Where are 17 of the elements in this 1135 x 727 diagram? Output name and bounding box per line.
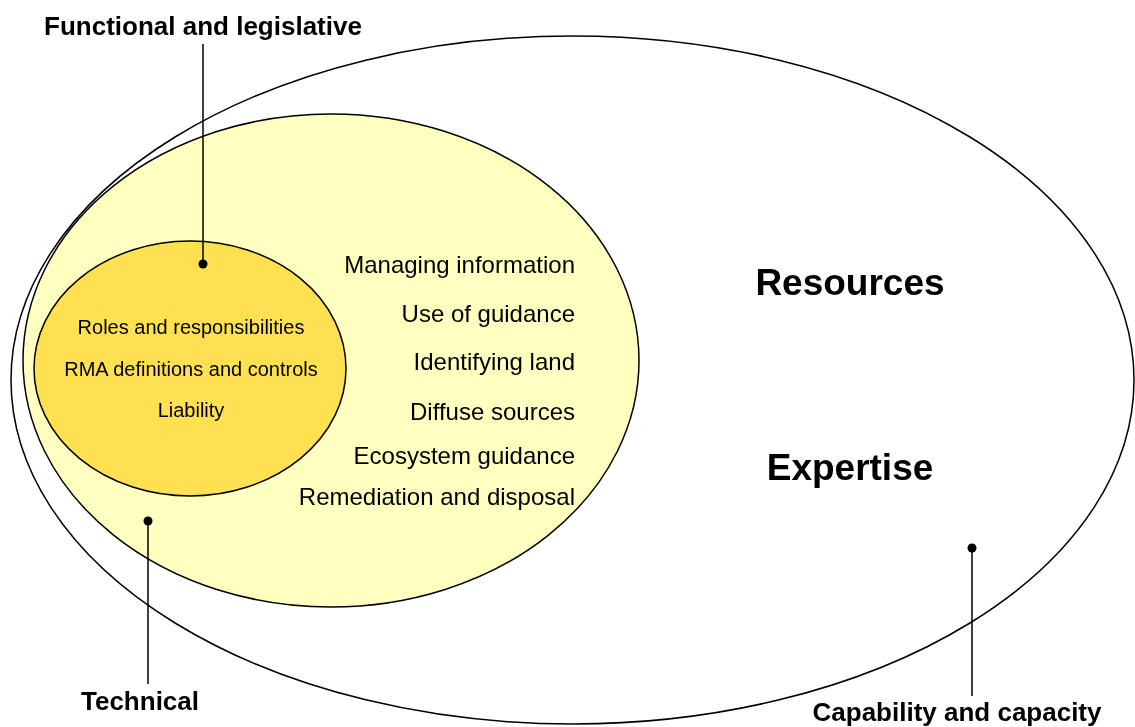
item-label: Use of guidance: [401, 300, 575, 328]
heading-label: Technical: [81, 686, 199, 716]
item-label: Liability: [157, 399, 225, 421]
category-label: Expertise: [766, 447, 934, 489]
heading-label: Functional and legislative: [44, 11, 362, 41]
item-label: Ecosystem guidance: [353, 442, 575, 470]
item-label: RMA definitions and controls: [64, 358, 318, 380]
item-label: Identifying land: [413, 348, 575, 376]
item-label: Diffuse sources: [410, 398, 575, 426]
leader-line: [967, 543, 977, 697]
category-label: Resources: [755, 262, 945, 304]
item-label: Roles and responsibilities: [77, 316, 305, 338]
leader-line: [198, 43, 208, 269]
item-label: Managing information: [344, 251, 575, 279]
heading-label: Capability and capacity: [812, 697, 1102, 727]
item-label: Remediation and disposal: [298, 483, 575, 511]
leader-line: [143, 516, 153, 685]
